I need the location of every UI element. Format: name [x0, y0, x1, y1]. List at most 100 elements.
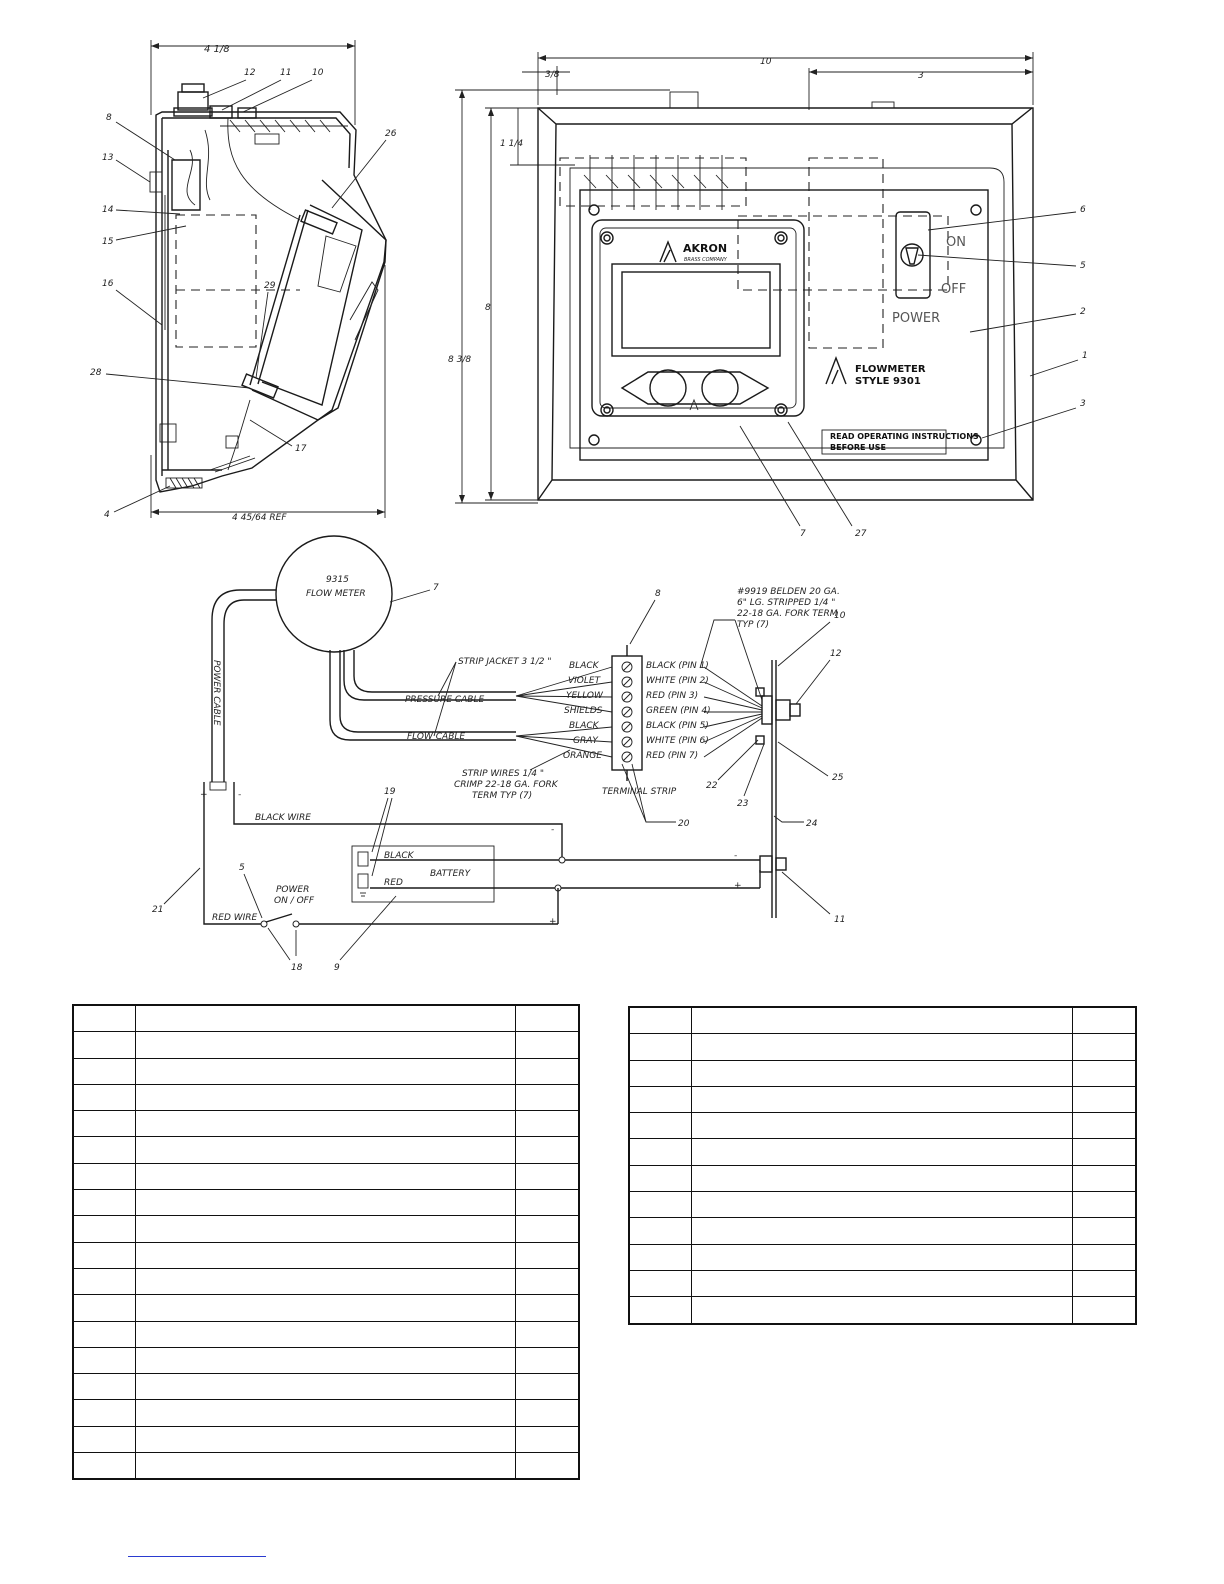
right-wire-3: RED (PIN 3): [646, 691, 698, 701]
table-row: [72, 1294, 580, 1322]
table-row: [72, 1373, 580, 1401]
table-cell: [134, 1215, 517, 1243]
table-cell: [1072, 1243, 1137, 1271]
table-cell: [628, 1243, 692, 1271]
callout-17: 17: [295, 444, 307, 454]
logo-brand: AKRON: [683, 242, 727, 255]
flow-meter-circle: [275, 535, 393, 653]
table-cell: [690, 1085, 1074, 1114]
table-cell: [515, 1346, 580, 1375]
table-cell: [72, 1083, 136, 1112]
table-row: [72, 1110, 580, 1138]
table-cell: [1072, 1138, 1137, 1166]
front-view: 10 3/8 3 1 1/4 8 8 3/8: [448, 52, 1088, 539]
wiring-callout-5: 5: [239, 863, 245, 873]
table-row: [72, 1162, 580, 1191]
wiring-callout-24: 24: [806, 819, 818, 829]
table-cell: [1072, 1164, 1137, 1193]
table-cell: [690, 1164, 1074, 1193]
table-cell: [690, 1217, 1074, 1245]
table-row: [72, 1004, 580, 1033]
table-cell: [690, 1006, 1074, 1035]
callout-3: 3: [1080, 399, 1086, 409]
table-cell: [515, 1425, 580, 1454]
wiring-callout-21: 21: [152, 905, 163, 915]
table-row: [628, 1059, 1137, 1087]
table-cell: [134, 1373, 517, 1401]
callout-26: 26: [385, 129, 397, 139]
callout-29: 29: [264, 281, 276, 291]
terminal-strip: [611, 655, 643, 771]
table-cell: [134, 1320, 517, 1348]
belden-line3: 22-18 GA. FORK TERM: [737, 609, 838, 619]
table-row: [628, 1006, 1137, 1035]
table-cell: [628, 1191, 692, 1219]
table-cell: [690, 1033, 1074, 1061]
strip-wires-line1: STRIP WIRES 1/4 ": [462, 769, 544, 779]
strip-jacket-label: STRIP JACKET 3 1/2 ": [458, 657, 552, 667]
callout-13: 13: [102, 153, 114, 163]
table-cell: [515, 1267, 580, 1296]
table-cell: [515, 1215, 580, 1243]
table-cell: [134, 1267, 517, 1296]
table-row: [628, 1112, 1137, 1140]
left-wire-1: BLACK: [569, 661, 600, 671]
table-cell: [628, 1059, 692, 1087]
table-cell: [72, 1399, 136, 1427]
footer-link-underline[interactable]: [128, 1556, 266, 1558]
table-cell: [134, 1031, 517, 1059]
callout-10: 10: [312, 68, 324, 78]
table-cell: [134, 1425, 517, 1454]
plus-right: +: [734, 881, 742, 891]
battery-label: BATTERY: [430, 869, 472, 879]
power-switch-line1: POWER: [276, 885, 309, 895]
callout-2: 2: [1080, 307, 1086, 317]
table-row: [628, 1085, 1137, 1114]
product-name-line1: FLOWMETER: [855, 364, 926, 375]
wiring-callout-9: 9: [334, 963, 340, 973]
dim-offset: 3/8: [545, 70, 560, 80]
table-cell: [72, 1110, 136, 1138]
power-cable-label: POWER CABLE: [211, 660, 221, 726]
table-cell: [72, 1004, 136, 1033]
belden-line1: #9919 BELDEN 20 GA.: [737, 587, 840, 597]
table-row: [72, 1215, 580, 1243]
table-cell: [134, 1189, 517, 1217]
wiring-callout-19: 19: [384, 787, 396, 797]
table-cell: [72, 1373, 136, 1401]
table-cell: [1072, 1217, 1137, 1245]
left-wire-5: BLACK: [569, 721, 600, 731]
wiring-callout-20: 20: [678, 819, 690, 829]
table-cell: [515, 1452, 580, 1480]
table-cell: [134, 1110, 517, 1138]
terminal-strip-label: TERMINAL STRIP: [602, 787, 677, 797]
table-cell: [1072, 1191, 1137, 1219]
table-cell: [72, 1320, 136, 1348]
notice-line2: BEFORE USE: [830, 443, 886, 452]
table-row: [72, 1031, 580, 1059]
table-cell: [72, 1267, 136, 1296]
table-row: [72, 1399, 580, 1427]
right-wire-2: WHITE (PIN 2): [646, 676, 709, 686]
table-cell: [515, 1083, 580, 1112]
table-row: [72, 1057, 580, 1085]
right-wire-6: WHITE (PIN 6): [646, 736, 709, 746]
switch-power-label: POWER: [892, 311, 940, 326]
flow-cable-label: FLOW CABLE: [407, 732, 465, 742]
parts-table-left: [72, 1004, 580, 1481]
callout-8: 8: [106, 113, 112, 123]
table-cell: [72, 1452, 136, 1480]
table-cell: [628, 1138, 692, 1166]
left-wire-4: SHIELDS: [564, 706, 603, 716]
table-row: [628, 1033, 1137, 1061]
right-wire-7: RED (PIN 7): [646, 751, 698, 761]
table-row: [72, 1241, 580, 1269]
table-cell: [515, 1136, 580, 1164]
table-cell: [515, 1189, 580, 1217]
callout-7-front: 7: [800, 529, 806, 539]
left-wire-2: VIOLET: [568, 676, 602, 686]
table-row: [72, 1425, 580, 1454]
table-cell: [134, 1057, 517, 1085]
table-row: [72, 1083, 580, 1112]
